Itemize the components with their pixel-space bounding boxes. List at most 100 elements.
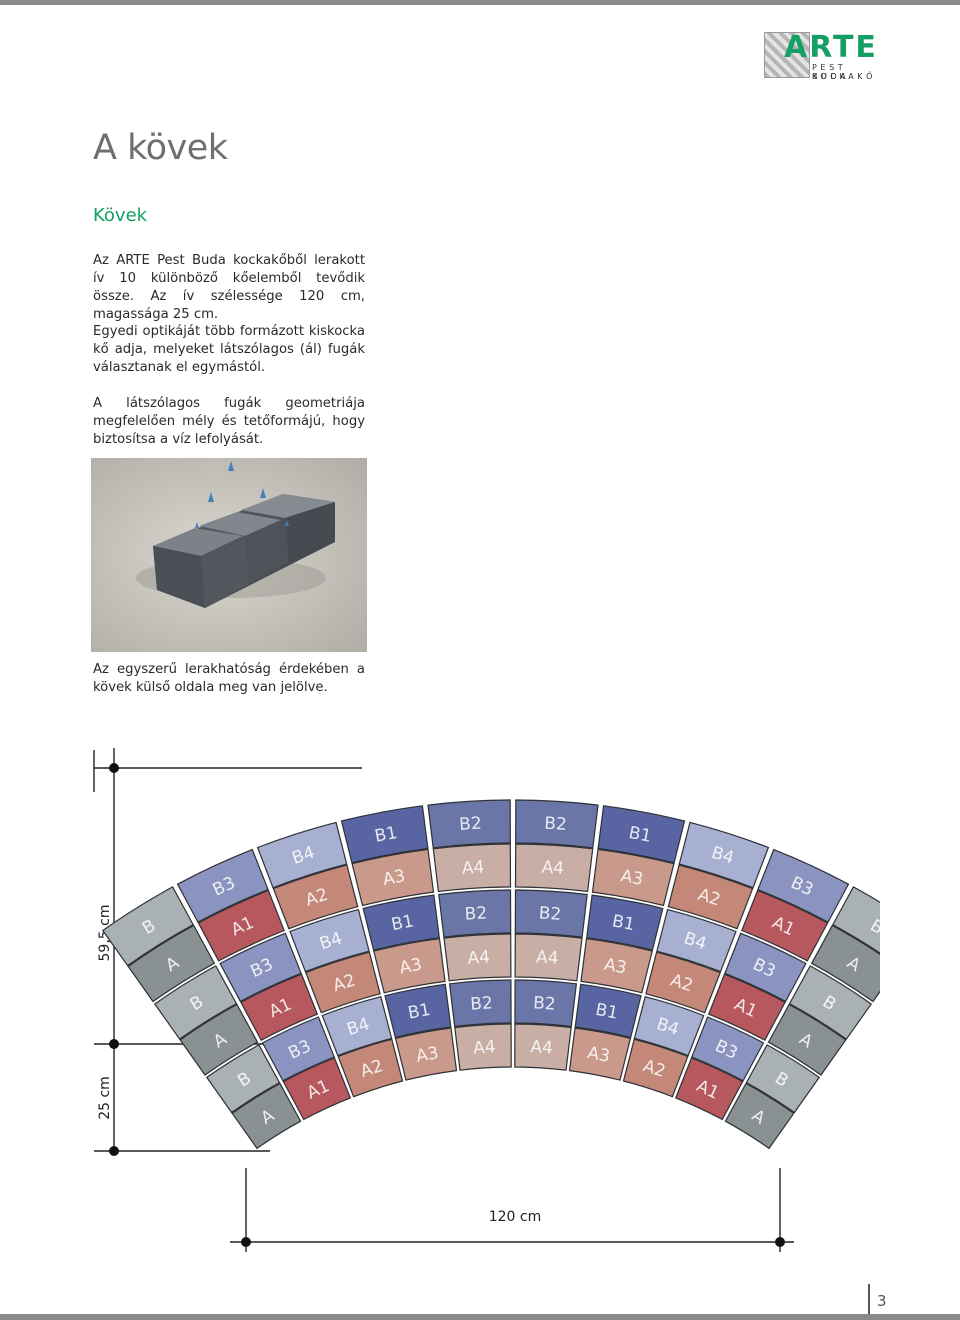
paragraph-4: Az egyszerű lerakhatóság érdekében a köv… <box>93 662 365 695</box>
stone-label: A3 <box>602 955 628 979</box>
stone-a4 <box>514 1023 572 1071</box>
stone-b3 <box>724 932 807 1003</box>
stone-label: A3 <box>619 866 645 890</box>
paragraph-2: Egyedi optikáját több formázott kiskocka… <box>93 324 365 375</box>
logo-name: ARTE <box>784 30 878 65</box>
stone-label: A3 <box>414 1043 440 1067</box>
stone-b1 <box>340 805 429 864</box>
paragraph-1: Az ARTE Pest Buda kockakőből lerakott ív… <box>93 253 365 322</box>
stone-label: B1 <box>406 1000 432 1024</box>
stone-a2 <box>622 1038 689 1098</box>
stone-a1 <box>741 889 829 962</box>
stone-a <box>231 1082 302 1150</box>
stone-b <box>745 1044 821 1114</box>
stone-a4 <box>514 933 583 982</box>
stone-b4 <box>321 995 393 1057</box>
stone-a2 <box>337 1038 404 1098</box>
stone-b1 <box>574 983 642 1039</box>
stone-b3 <box>261 1016 335 1082</box>
stone-label: B1 <box>390 911 416 935</box>
stone-a <box>179 1003 259 1076</box>
stone-label: A3 <box>398 955 424 979</box>
stone-a1 <box>674 1057 744 1121</box>
page-title: A kövek <box>93 128 228 168</box>
stone-label: B2 <box>533 993 557 1014</box>
stone-label: B2 <box>538 903 562 924</box>
stone-label: B2 <box>459 814 483 835</box>
stone-b1 <box>362 894 440 951</box>
stone-a4 <box>514 843 594 893</box>
stone-label: A3 <box>586 1043 612 1067</box>
stone-label: A4 <box>467 947 491 968</box>
stone-a <box>127 924 216 1003</box>
stone-b2 <box>514 889 588 938</box>
stone-b3 <box>757 848 850 923</box>
stone-b1 <box>597 805 686 864</box>
stone-a2 <box>305 951 381 1014</box>
cobblestone-logo-icon <box>764 32 810 78</box>
stone-b4 <box>289 908 370 973</box>
bottom-rule <box>0 1314 960 1320</box>
stone-a1 <box>707 973 786 1042</box>
stone-b2 <box>514 979 578 1028</box>
stone-label: B1 <box>373 823 399 847</box>
dim-height-row: 25 cm <box>97 1076 113 1120</box>
stone-b3 <box>691 1016 765 1082</box>
stone-b2 <box>427 799 511 849</box>
page-number-divider <box>868 1284 870 1318</box>
stone-b3 <box>176 848 269 923</box>
stone-label: A4 <box>530 1037 554 1058</box>
stone-a4 <box>432 843 512 893</box>
stone-a1 <box>197 889 285 962</box>
stone-a1 <box>240 973 319 1042</box>
stone-b4 <box>656 908 737 973</box>
stone-b4 <box>633 995 705 1057</box>
stone-label: B1 <box>594 1000 620 1024</box>
stone-label: B1 <box>611 911 637 935</box>
stone-label: B1 <box>627 823 653 847</box>
stone-a <box>810 924 880 1003</box>
stone-b2 <box>448 979 512 1028</box>
stone-b4 <box>678 821 770 889</box>
stone-label: A4 <box>473 1037 497 1058</box>
stone-a4 <box>454 1023 512 1071</box>
stone-label: B2 <box>544 814 568 835</box>
stone-b2 <box>515 799 599 849</box>
stone-b1 <box>586 894 664 951</box>
stone-label: A4 <box>541 858 565 879</box>
stone-b4 <box>256 821 348 889</box>
page-number: 3 <box>877 1292 887 1310</box>
stone-a2 <box>667 864 754 930</box>
section-title: Kövek <box>93 205 148 226</box>
stone-b2 <box>438 889 512 938</box>
stone-label: B2 <box>464 903 488 924</box>
stone-a3 <box>394 1027 458 1081</box>
stone-a3 <box>373 938 446 994</box>
stone-label: A4 <box>535 947 559 968</box>
stone-a <box>724 1082 795 1150</box>
logo-subtitle-1: PEST BUDA <box>812 63 850 81</box>
stone-a <box>767 1003 847 1076</box>
stone-label: A3 <box>381 866 407 890</box>
stone-b <box>153 965 238 1040</box>
stone-a1 <box>282 1057 352 1121</box>
stone-a3 <box>351 848 435 907</box>
top-rule <box>0 0 960 5</box>
stone-a2 <box>645 951 721 1014</box>
stone-b <box>831 886 880 954</box>
arte-logo: ARTE PEST BUDA KOCKAKŐ <box>764 32 877 81</box>
stone-a3 <box>591 848 675 907</box>
logo-subtitle-2: KOCKAKŐ <box>812 72 877 81</box>
stone-label: A4 <box>461 858 485 879</box>
paragraph-3: A látszólagos fugák geometriája megfelel… <box>93 396 365 447</box>
stone-b <box>205 1044 281 1114</box>
stone-render-image <box>91 458 367 652</box>
stone-a3 <box>580 938 653 994</box>
stone-b <box>788 965 873 1040</box>
stone-a3 <box>568 1027 632 1081</box>
dim-width: 120 cm <box>489 1209 542 1225</box>
stone-a4 <box>443 933 512 982</box>
stone-b <box>101 886 195 967</box>
